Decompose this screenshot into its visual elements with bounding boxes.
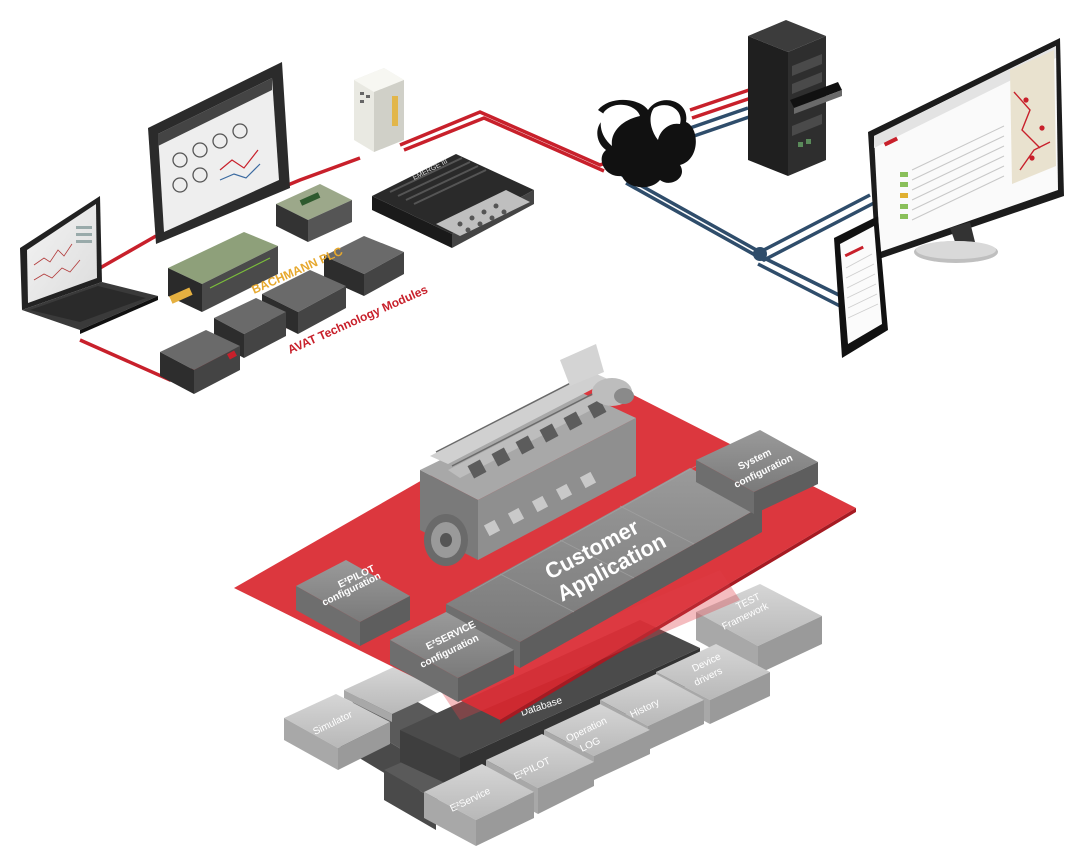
tile-back-a-side: [344, 690, 392, 722]
marine-engine: [420, 344, 636, 566]
epilot-configuration-block: E²PILOT configuration: [296, 560, 410, 646]
touch-panel-monitor: [148, 62, 290, 244]
laptop-icon: [20, 196, 158, 334]
tile-simulator: Simulator: [284, 694, 390, 770]
customer-application-block: Customer Application: [446, 455, 762, 668]
web-monitor: [868, 38, 1064, 263]
system-configuration-block: System configuration: [696, 430, 818, 514]
plc-module-main: [168, 232, 278, 312]
avat-module-3: [160, 330, 240, 394]
cloud-icon: [597, 99, 696, 188]
eservice-configuration-block: E²SERVICE configuration: [390, 612, 514, 702]
plc-module-top: [276, 184, 352, 242]
plc-connector: [169, 287, 193, 304]
plc-module-right: [324, 236, 404, 296]
emerge-controller: EMERGE III: [372, 154, 534, 248]
network-junction: [753, 247, 767, 261]
tile-test-framework: TEST Framework: [696, 584, 822, 674]
smartphone-icon: [834, 216, 888, 358]
server-rack-icon: [748, 20, 842, 176]
tile-eservice: E²Service: [424, 764, 534, 846]
din-rail-controller: [354, 68, 404, 152]
